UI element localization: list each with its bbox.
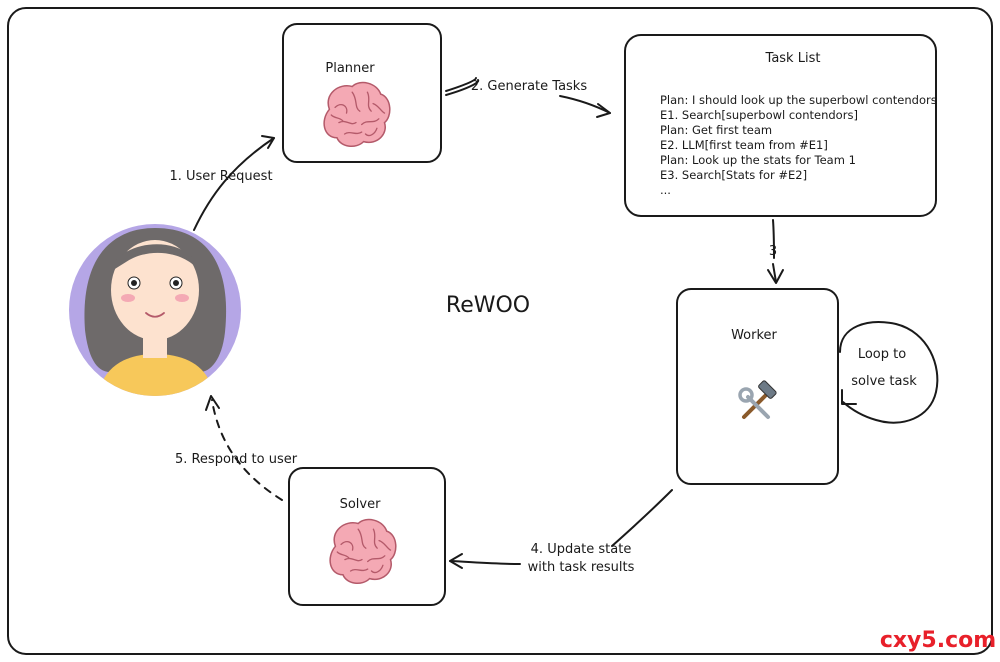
hammer-and-wrench-icon bbox=[738, 380, 777, 419]
task-line: E2. LLM[first team from #E1] bbox=[660, 138, 828, 152]
solver-label: Solver bbox=[340, 497, 382, 512]
task-list-node: Task List Plan: I should look up the sup… bbox=[624, 34, 937, 217]
edge-user-request: 1. User Request bbox=[169, 135, 275, 231]
edge-label: 1. User Request bbox=[169, 169, 272, 184]
watermark: cxy5.com bbox=[880, 628, 996, 653]
task-line: E3. Search[Stats for #E2] bbox=[660, 168, 807, 182]
task-line: E1. Search[superbowl contendors] bbox=[660, 108, 858, 122]
edge-respond: 5. Respond to user bbox=[175, 395, 298, 501]
task-line: Plan: Look up the stats for Team 1 bbox=[660, 153, 856, 167]
user-avatar bbox=[69, 224, 241, 396]
edge-label: Loop to bbox=[858, 347, 906, 362]
edge-update-state: 4. Update state with task results bbox=[449, 489, 673, 575]
planner-label: Planner bbox=[325, 61, 375, 76]
planner-node: Planner bbox=[282, 23, 442, 163]
solver-node: Solver bbox=[288, 467, 446, 606]
brain-icon bbox=[323, 81, 391, 148]
outer-frame bbox=[7, 7, 993, 655]
edge-label: solve task bbox=[851, 374, 917, 389]
task-list-title: Task List bbox=[765, 51, 821, 66]
edge-label: 2. Generate Tasks bbox=[471, 79, 587, 94]
diagram-title: ReWOO bbox=[446, 293, 530, 318]
edge-generate-tasks: 2. Generate Tasks bbox=[445, 77, 611, 118]
task-line: Plan: Get first team bbox=[660, 123, 772, 137]
task-line: ... bbox=[660, 183, 671, 197]
edge-label: 5. Respond to user bbox=[175, 452, 298, 467]
brain-icon bbox=[329, 518, 397, 585]
worker-node: Worker bbox=[676, 288, 839, 485]
worker-label: Worker bbox=[731, 328, 777, 343]
edge-label: 3 bbox=[769, 244, 777, 259]
edge-label: 4. Update state bbox=[531, 542, 632, 557]
task-line: Plan: I should look up the superbowl con… bbox=[660, 93, 937, 107]
edge-label: with task results bbox=[528, 560, 635, 575]
edge-loop: Loop to solve task bbox=[839, 321, 939, 424]
edge-step-3: 3 bbox=[767, 219, 784, 284]
